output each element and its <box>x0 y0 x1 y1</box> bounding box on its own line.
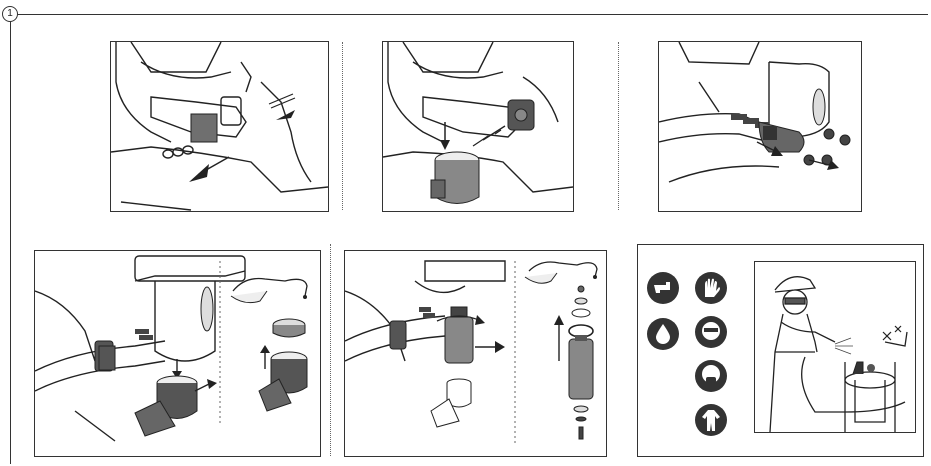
panel-remove-clamp <box>658 41 862 212</box>
step-number-badge: 1 <box>2 6 18 22</box>
illustration-remove-bracket <box>111 42 328 211</box>
gloves-icon <box>694 271 728 305</box>
illustration-worker-cleaning <box>755 262 915 432</box>
water-drop-icon <box>646 317 680 351</box>
tap-water-icon <box>646 271 680 305</box>
respirator-icon <box>694 359 728 393</box>
illustration-unscrew-filter <box>345 251 606 456</box>
panel-fit-bowl <box>382 41 574 212</box>
frame-left-rule <box>10 14 11 464</box>
illustration-fit-bowl <box>383 42 573 211</box>
face-mask-icon <box>694 315 728 349</box>
protective-suit-icon <box>694 403 728 437</box>
frame-top-rule <box>10 14 928 15</box>
panel-lower-bowl <box>34 250 321 457</box>
panel-unscrew-filter <box>344 250 607 457</box>
panel-safety <box>637 244 924 457</box>
separator <box>618 42 619 210</box>
illustration-remove-clamp <box>659 42 861 211</box>
worker-inset <box>754 261 916 433</box>
illustration-lower-bowl <box>35 251 320 456</box>
separator <box>330 244 331 456</box>
panel-remove-bracket <box>110 41 329 212</box>
separator <box>342 42 343 210</box>
